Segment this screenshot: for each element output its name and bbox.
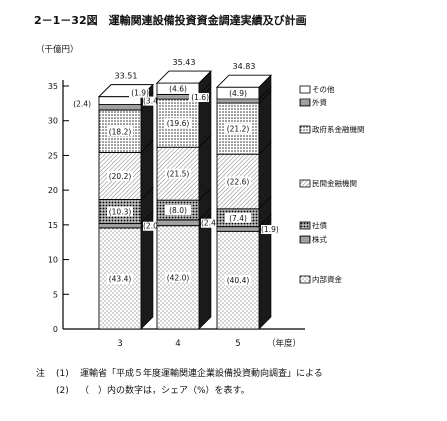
- share-label: (42.0): [167, 273, 190, 282]
- share-label-bg: [143, 96, 163, 106]
- share-label-bg: [107, 126, 133, 137]
- bar-top-face: [215, 74, 273, 88]
- bar-side-face: [140, 215, 154, 330]
- share-label-bg: [165, 272, 191, 283]
- x-tick-label: 4: [175, 339, 180, 349]
- bar-total-label: 33.51: [115, 72, 138, 81]
- notes: 注 (1) 運輸省「平成５年度運輸関連企業設備投資動向調査」による (2) （ ）内の…: [36, 366, 441, 400]
- share-label: (20.2): [109, 172, 132, 181]
- y-tick-label: 5: [53, 290, 58, 299]
- share-label-bg: [201, 218, 221, 228]
- bar-segment: [98, 104, 142, 111]
- legend-label: 民間金融機関: [312, 178, 357, 188]
- bar-segment: [216, 98, 260, 104]
- legend-swatch: [299, 221, 311, 230]
- share-label: (7.4): [229, 214, 247, 223]
- bar-segment: [216, 226, 260, 232]
- share-label: (4.6): [169, 85, 187, 94]
- share-label: (22.6): [227, 177, 250, 186]
- legend-label: 政府系金融機関: [312, 124, 365, 134]
- legend-swatch: [299, 275, 311, 284]
- legend-label: 外資: [312, 97, 327, 107]
- bar-segment: [98, 222, 142, 229]
- share-label-bg: [143, 221, 163, 231]
- legend-label: その他: [312, 84, 335, 94]
- bar-total-label: 34.83: [233, 62, 256, 71]
- note-number: (2): [56, 386, 69, 396]
- share-label-bg: [165, 83, 191, 94]
- share-label: (2.0): [143, 222, 161, 231]
- bar-total-label: 35.43: [173, 58, 196, 67]
- y-tick-label: 0: [53, 325, 58, 334]
- legend-swatch: [299, 85, 311, 94]
- share-label-bg: [165, 204, 191, 215]
- bars-layer: 33.51 3 (43.4) (2.0) (10.3) (20.2) (18.2) (2.4)…: [71, 58, 281, 349]
- y-tick-label: 10: [48, 256, 58, 265]
- legend-label: 社債: [312, 220, 327, 230]
- share-label-bg: [107, 206, 133, 217]
- share-label-bg: [71, 99, 91, 109]
- share-label-bg: [225, 275, 251, 286]
- share-label: (2.4): [201, 219, 219, 228]
- share-label: (1.6): [191, 93, 209, 102]
- legend-label: 株式: [312, 234, 327, 244]
- note-text: 運輸省「平成５年度運輸関連企業設備投資動向調査」による: [80, 369, 323, 379]
- x-tick-label: 5: [235, 339, 240, 349]
- share-label: (43.4): [109, 275, 132, 284]
- chart-title: 2－1－32図 運輸関連設備投資資金調達実績及び計画: [34, 13, 307, 27]
- share-label-bg: [107, 273, 133, 284]
- note-number: (1): [56, 369, 69, 379]
- share-label: (3.4): [143, 97, 161, 106]
- y-tick-label: 25: [48, 151, 58, 160]
- share-label: (40.4): [227, 276, 250, 285]
- legend-swatch: [299, 98, 311, 107]
- note-text: （ ）内の数字は，シェア（%）を表す。: [80, 386, 250, 396]
- share-label: (21.5): [167, 170, 190, 179]
- share-label: (1.9): [131, 89, 149, 98]
- legend-swatch: [299, 125, 311, 134]
- y-tick-label: 30: [48, 117, 58, 126]
- bar-segment: [98, 96, 142, 105]
- share-label-bg: [261, 225, 281, 235]
- share-label-bg: [225, 176, 251, 187]
- share-label-bg: [165, 118, 191, 129]
- share-label-bg: [225, 123, 251, 134]
- legend-label: 内部資金: [312, 274, 342, 284]
- share-label-bg: [189, 92, 209, 102]
- share-label-bg: [129, 88, 149, 98]
- note-row: 注 (1) 運輸省「平成５年度運輸関連企業設備投資動向調査」による: [36, 366, 441, 383]
- y-tick-label: 20: [48, 186, 58, 195]
- legend-swatch: [299, 235, 311, 244]
- bar-top-face: [155, 70, 213, 84]
- x-tick-label: 3: [117, 339, 122, 349]
- share-label-bg: [225, 88, 251, 99]
- note-marker: 注: [36, 369, 46, 379]
- share-label: (18.2): [109, 127, 132, 136]
- y-tick-label: 15: [48, 221, 58, 230]
- share-label-bg: [225, 212, 251, 223]
- bar-side-face: [258, 218, 272, 330]
- share-label: (4.9): [229, 89, 247, 98]
- share-label-bg: [107, 170, 133, 181]
- share-label-bg: [165, 168, 191, 179]
- share-label: (10.3): [109, 207, 132, 216]
- share-label: (1.9): [261, 225, 279, 234]
- share-label: (8.0): [169, 206, 187, 215]
- bar-segment: [156, 219, 200, 227]
- bar-side-face: [198, 212, 212, 330]
- y-tick-label: 35: [48, 82, 58, 91]
- x-axis-label: （年度）: [267, 338, 301, 349]
- y-axis-unit: （千億円）: [36, 44, 79, 55]
- share-label: (21.2): [227, 125, 250, 134]
- share-label: (19.6): [167, 119, 190, 128]
- note-row: (2) （ ）内の数字は，シェア（%）を表す。: [36, 383, 441, 400]
- legend-swatch: [299, 179, 311, 188]
- share-label: (2.4): [73, 99, 91, 108]
